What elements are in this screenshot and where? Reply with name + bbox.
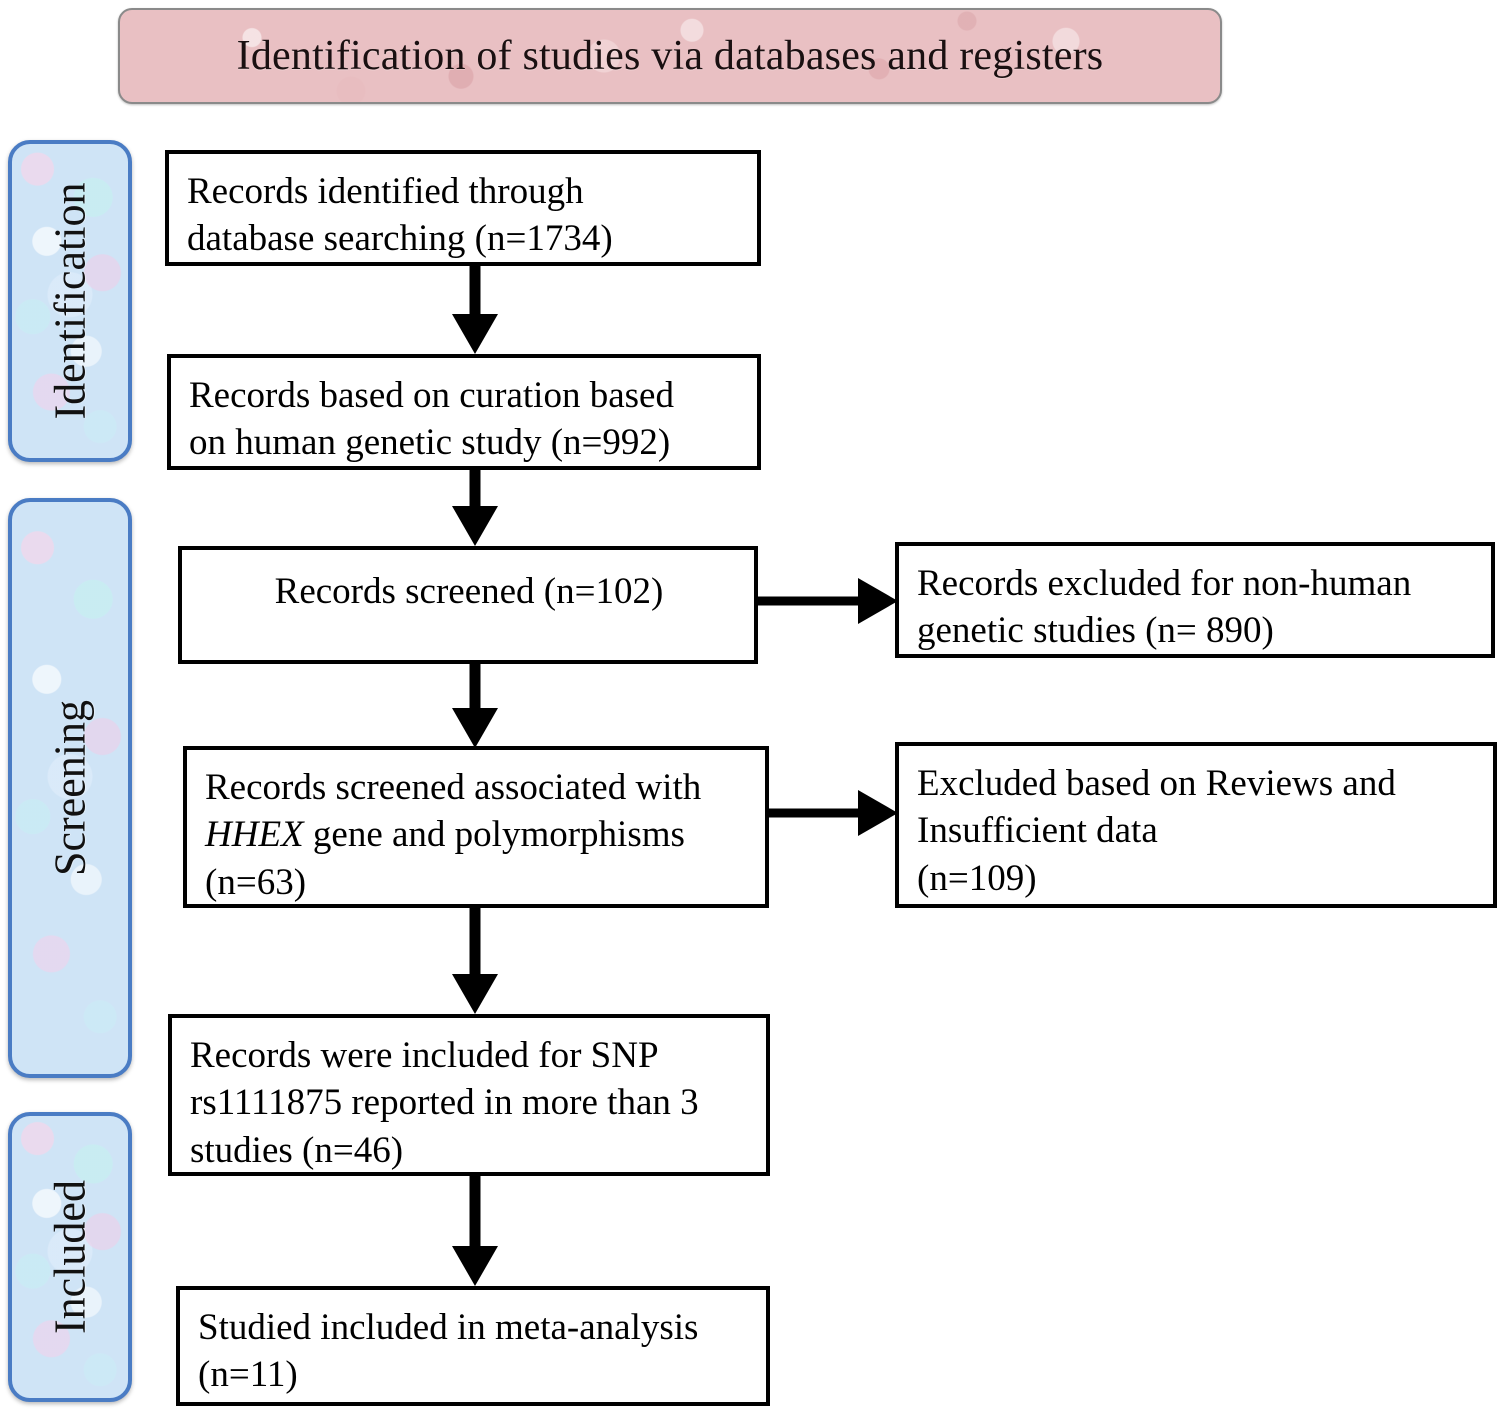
box-records-identified: Records identified through database sear… xyxy=(165,150,761,266)
box-excluded-reviews: Excluded based on Reviews and Insufficie… xyxy=(895,742,1497,908)
arrow-snp-to-meta-analysis xyxy=(445,1176,505,1286)
stage-rail-screening: Screening xyxy=(8,498,132,1078)
box-records-identified-text: Records identified through database sear… xyxy=(187,171,613,260)
arrow-screened-to-excluded-nonhuman xyxy=(758,578,898,624)
box-records-curated-text: Records based on curation based on human… xyxy=(189,375,674,464)
box-records-curated: Records based on curation based on human… xyxy=(167,354,761,470)
box-studies-meta-analysis: Studied included in meta-analysis (n=11) xyxy=(176,1286,770,1406)
diagram-title: Identification of studies via databases … xyxy=(236,33,1104,79)
arrow-curated-to-screened xyxy=(445,470,505,546)
stage-rail-identification: Identification xyxy=(8,140,132,462)
stage-rail-label-included: Included xyxy=(45,1180,95,1334)
box-records-snp-included-text: Records were included for SNP rs1111875 … xyxy=(190,1035,699,1171)
arrow-hhex-to-excluded-reviews xyxy=(768,790,898,836)
box-records-hhex-text: Records screened associated with HHEX ge… xyxy=(205,764,749,906)
box-studies-meta-analysis-text: Studied included in meta-analysis (n=11) xyxy=(198,1307,699,1396)
box-records-hhex-text-after: gene and polymorphisms (n=63) xyxy=(205,814,685,903)
box-records-screened: Records screened (n=102) xyxy=(178,546,758,664)
box-excluded-reviews-text: Excluded based on Reviews and Insufficie… xyxy=(917,763,1396,899)
stage-rail-included: Included xyxy=(8,1112,132,1402)
box-records-hhex-text-before: Records screened associated with xyxy=(205,767,702,808)
stage-rail-label-identification: Identification xyxy=(45,182,95,420)
arrow-identified-to-curated xyxy=(445,266,505,354)
box-records-snp-included: Records were included for SNP rs1111875 … xyxy=(168,1014,770,1176)
arrow-screened-to-hhex xyxy=(445,664,505,748)
box-records-hhex: Records screened associated with HHEX ge… xyxy=(183,746,769,908)
box-records-excluded-nonhuman: Records excluded for non-human genetic s… xyxy=(895,542,1495,658)
arrow-hhex-to-snp xyxy=(445,908,505,1014)
box-records-excluded-nonhuman-text: Records excluded for non-human genetic s… xyxy=(917,563,1412,652)
gene-name-hhex: HHEX xyxy=(205,814,304,856)
stage-rail-label-screening: Screening xyxy=(45,700,95,876)
diagram-header-banner: Identification of studies via databases … xyxy=(118,8,1222,104)
box-records-screened-text: Records screened (n=102) xyxy=(274,571,664,612)
